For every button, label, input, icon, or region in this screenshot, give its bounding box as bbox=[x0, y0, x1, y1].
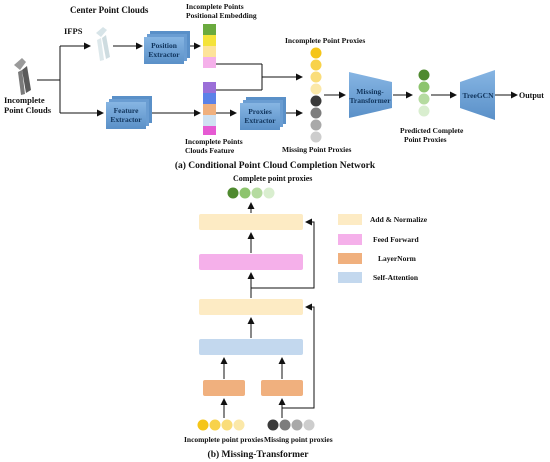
position-extractor-box: Position Extractor bbox=[144, 31, 190, 64]
legend-label-add-normalize: Add & Normalize bbox=[370, 215, 428, 224]
ifps-label: IFPS bbox=[64, 26, 83, 36]
predicted-proxies-label: Predicted Complete bbox=[400, 126, 464, 135]
legend-label-feed-forward: Feed Forward bbox=[373, 235, 419, 244]
complete-point-proxies-label: Complete point proxies bbox=[233, 174, 312, 183]
treegcn-label: TreeGCN bbox=[463, 91, 495, 100]
missing-proxies-row bbox=[267, 419, 315, 431]
add-normalize-block-bottom bbox=[199, 299, 303, 315]
proxies-extractor-box: Proxies Extractor bbox=[240, 97, 286, 130]
positional-embedding-label: Incomplete Points bbox=[186, 2, 244, 11]
output-label: Output bbox=[519, 91, 544, 100]
clouds-feature-stack bbox=[203, 82, 216, 135]
embedding-merge-lines bbox=[216, 63, 303, 117]
feature-extractor-label: Feature bbox=[114, 106, 140, 115]
self-attention-block bbox=[199, 339, 303, 355]
bottom-missing-proxies-label: Missing point proxies bbox=[264, 435, 333, 444]
incomplete-point-cloud-icon bbox=[14, 58, 31, 95]
incomplete-point-proxies-label: Incomplete Point Proxies bbox=[285, 36, 365, 45]
legend-swatch-self-attention bbox=[338, 272, 362, 283]
positional-embedding-label-2: Positional Embedding bbox=[186, 11, 257, 20]
legend-label-self-attention: Self-Attention bbox=[373, 273, 419, 282]
predicted-proxies-column bbox=[418, 69, 430, 117]
position-extractor-label-2: Extractor bbox=[148, 50, 180, 59]
complete-proxies-row bbox=[227, 187, 275, 199]
incomplete-point-clouds-label: Incomplete bbox=[4, 95, 45, 105]
missing-transformer-label: Missing- bbox=[356, 87, 384, 96]
missing-transformer-label-2: Transformer bbox=[349, 96, 391, 105]
predicted-proxies-label-2: Point Proxies bbox=[404, 135, 447, 144]
caption-b: (b) Missing-Transformer bbox=[208, 449, 310, 460]
incomplete-point-clouds-label-2: Point Clouds bbox=[4, 105, 52, 115]
add-normalize-block-top bbox=[199, 214, 303, 230]
caption-a: (a) Conditional Point Cloud Completion N… bbox=[175, 160, 376, 171]
incomplete-proxies-column bbox=[310, 47, 322, 95]
center-point-cloud-icon bbox=[96, 27, 110, 61]
proxies-extractor-label-2: Extractor bbox=[244, 116, 276, 125]
center-point-clouds-label: Center Point Clouds bbox=[70, 5, 149, 15]
bottom-incomplete-proxies-label: Incomplete point proxies bbox=[184, 435, 264, 444]
feature-extractor-box: Feature Extractor bbox=[106, 96, 152, 129]
feed-forward-block bbox=[199, 254, 303, 270]
layernorm-block-left bbox=[203, 380, 245, 396]
clouds-feature-label: Incomplete Points bbox=[185, 137, 243, 146]
residual-connections bbox=[251, 218, 315, 409]
incomplete-proxies-row bbox=[197, 419, 245, 431]
input-branch-lines bbox=[37, 42, 104, 117]
positional-embedding-stack bbox=[203, 24, 216, 68]
proxies-extractor-label: Proxies bbox=[248, 107, 272, 116]
missing-transformer-block: Missing- Transformer bbox=[349, 72, 392, 118]
position-extractor-label: Position bbox=[151, 41, 178, 50]
legend-swatch-feed-forward bbox=[338, 234, 362, 245]
treegcn-block: TreeGCN bbox=[460, 70, 495, 120]
feature-extractor-label-2: Extractor bbox=[110, 115, 142, 124]
missing-proxies-column bbox=[310, 95, 322, 143]
legend-swatch-layernorm bbox=[338, 253, 362, 264]
legend-label-layernorm: LayerNorm bbox=[378, 254, 417, 263]
layernorm-block-right bbox=[261, 380, 303, 396]
legend-swatch-add-normalize bbox=[338, 214, 362, 225]
legend: Add & Normalize Feed Forward LayerNorm S… bbox=[338, 214, 428, 283]
missing-point-proxies-label: Missing Point Proxies bbox=[282, 145, 352, 154]
clouds-feature-label-2: Clouds Feature bbox=[185, 146, 235, 155]
bottom-vertical-arrows bbox=[220, 202, 286, 418]
